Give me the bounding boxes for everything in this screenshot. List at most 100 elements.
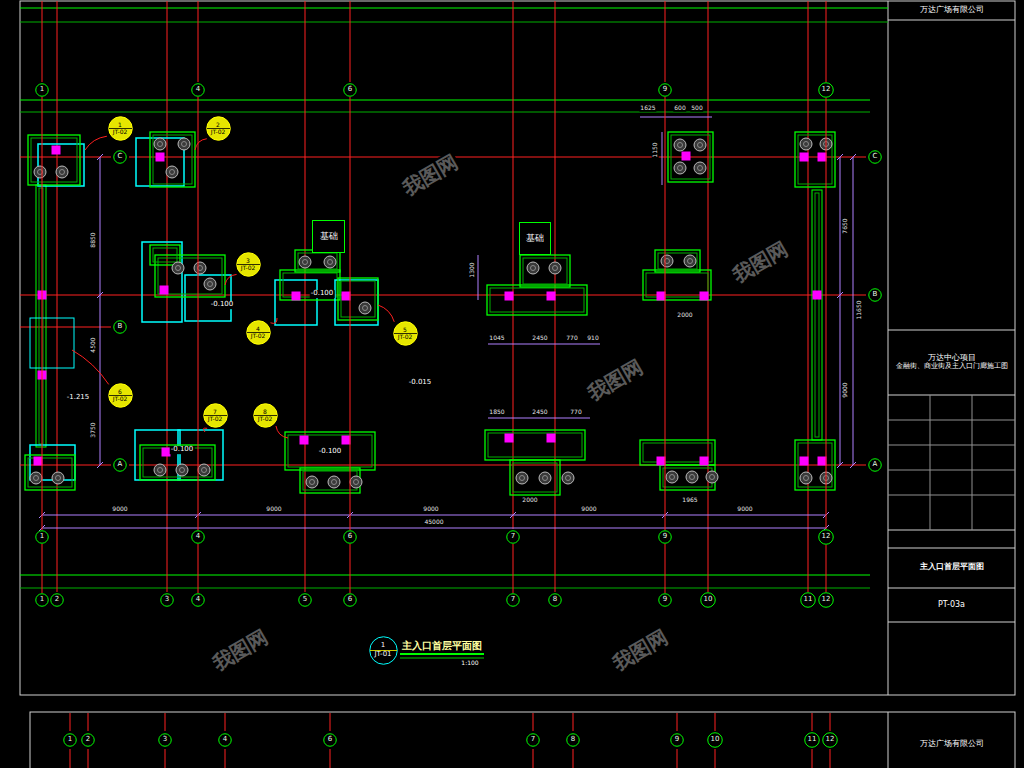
bubble-text: 9 xyxy=(675,736,679,744)
grid-line xyxy=(88,749,89,768)
bubble-text: JT-02 xyxy=(258,415,273,423)
grid-line xyxy=(830,713,831,731)
elevation-text: -0.100 xyxy=(318,448,343,456)
dimension-tick xyxy=(97,462,103,468)
bubble-text: 12 xyxy=(822,533,831,541)
dimension-tick xyxy=(510,512,516,518)
circle-outline xyxy=(192,84,205,97)
grid-line xyxy=(573,713,574,731)
leader-line xyxy=(270,318,277,323)
circle-outline xyxy=(823,733,838,748)
pile-cap xyxy=(150,132,195,187)
dimension-tick xyxy=(97,292,103,298)
pile-cap xyxy=(288,435,372,467)
grid-line xyxy=(88,713,89,731)
grid-line xyxy=(330,713,331,731)
bubble-text: 5 xyxy=(403,326,407,334)
pile xyxy=(800,138,812,150)
axis-bubble: 3 xyxy=(158,733,172,747)
pile xyxy=(178,138,190,150)
axis-bubble: 10 xyxy=(700,592,716,608)
pile xyxy=(688,259,693,264)
axis-bubble: 6 xyxy=(343,593,357,607)
cap-outline xyxy=(335,280,378,325)
pile-cap xyxy=(795,132,835,187)
column xyxy=(160,286,168,294)
column xyxy=(342,292,350,300)
dimension-text: 1625 xyxy=(639,105,656,112)
detail-callout: 4JT-02 xyxy=(246,320,271,345)
pile-cap xyxy=(285,432,375,470)
detail-callout: 8JT-02 xyxy=(253,403,278,428)
dimension-line xyxy=(662,132,663,185)
axis-bubble: 10 xyxy=(707,732,723,748)
axis-bubble: 11 xyxy=(800,592,816,608)
grid-line xyxy=(70,713,71,731)
circle-outline xyxy=(801,593,816,608)
bubble-text: 2 xyxy=(86,736,90,744)
column xyxy=(657,457,665,465)
grid-line xyxy=(225,749,226,768)
title-block-line xyxy=(972,395,973,530)
dimension-text: 9000 xyxy=(111,506,128,513)
bubble-text: 2 xyxy=(55,596,59,604)
grid-line xyxy=(808,1,809,592)
grid-line xyxy=(165,749,166,768)
column xyxy=(52,146,60,154)
dimension-text: 9000 xyxy=(422,506,439,513)
circle-outline xyxy=(114,151,127,164)
title-block-line xyxy=(888,20,1015,21)
circle-outline xyxy=(344,531,357,544)
circle-outline xyxy=(236,252,260,276)
beam-line xyxy=(20,8,888,9)
pile xyxy=(56,476,61,481)
axis-bubble: 6 xyxy=(343,83,357,97)
foundation-tag: 基础 xyxy=(519,222,551,255)
grid-line xyxy=(129,465,866,466)
dimension-text: 2000 xyxy=(676,312,693,319)
circle-outline xyxy=(671,734,684,747)
circle-outline xyxy=(507,531,520,544)
pile xyxy=(60,170,65,175)
axis-bubble: 12 xyxy=(822,732,838,748)
title-block-border xyxy=(888,712,889,768)
grid-axis-line xyxy=(665,97,666,530)
cap-outline xyxy=(136,138,184,186)
bubble-text: 7 xyxy=(511,596,515,604)
beam-line xyxy=(20,100,870,101)
circle-outline xyxy=(819,593,834,608)
circle-outline xyxy=(82,734,95,747)
axis-bubble: 12 xyxy=(818,592,834,608)
pile xyxy=(698,166,703,171)
bubble-text: 9 xyxy=(663,596,667,604)
detail-callout: 5JT-02 xyxy=(393,321,418,346)
bubble-text: 11 xyxy=(808,736,817,744)
pile xyxy=(670,475,675,480)
axis-bubble: 6 xyxy=(323,733,337,747)
pile-cap xyxy=(341,281,375,317)
cap-outline xyxy=(275,280,317,325)
dimension-line xyxy=(853,157,854,465)
grid-line xyxy=(533,749,534,768)
circle-outline xyxy=(344,84,357,97)
cap-outline xyxy=(185,275,231,321)
bubble-text: 10 xyxy=(704,596,713,604)
axis-bubble: 1 xyxy=(63,733,77,747)
scale-text: 1:100 xyxy=(460,660,479,667)
elevation-text: -0.015 xyxy=(408,379,433,387)
pile-cap xyxy=(31,138,77,182)
bubble-text: 2 xyxy=(216,121,220,129)
circle-outline xyxy=(219,734,232,747)
detail-callout: 7JT-02 xyxy=(203,403,228,428)
title-block-line xyxy=(888,495,1015,496)
pile xyxy=(674,139,686,151)
grid-line xyxy=(70,749,71,768)
dimension-text: 11650 xyxy=(856,299,863,320)
grid-axis-line xyxy=(826,98,827,529)
column xyxy=(342,436,350,444)
grid-line xyxy=(677,713,678,731)
pile xyxy=(328,476,340,488)
grid-axis-line xyxy=(513,544,514,593)
pile-cap xyxy=(488,433,582,457)
